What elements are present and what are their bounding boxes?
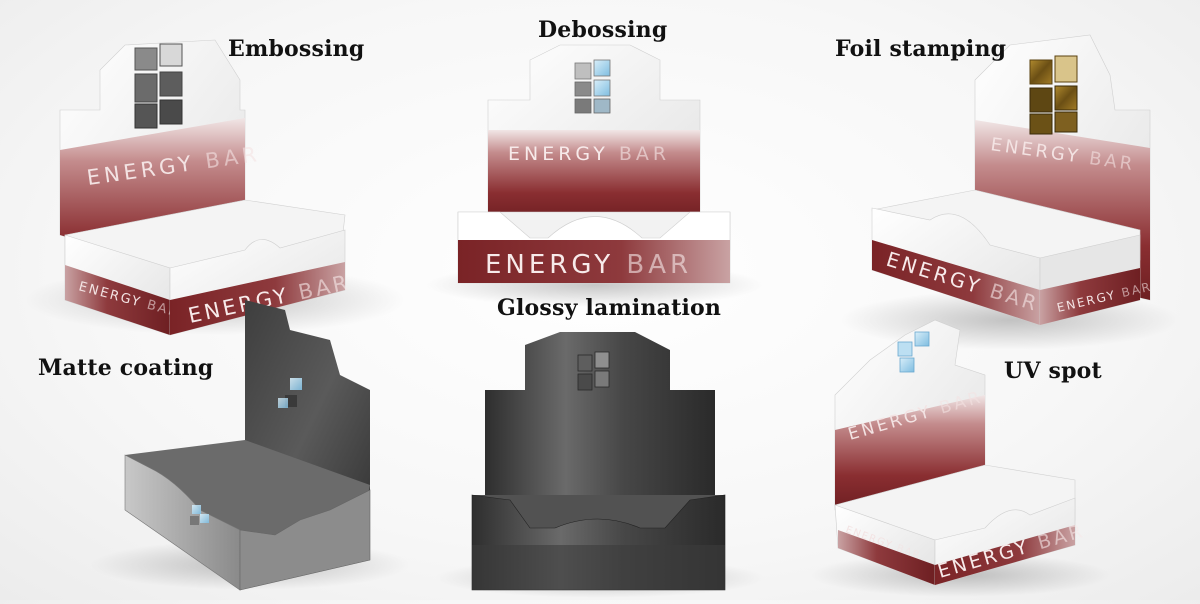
bar-word: BAR	[626, 250, 692, 280]
label-glossy-lamination: Glossy lamination	[497, 295, 722, 321]
box-uv-spot: ENERGY BAR ENERGY BAR ENERGY BAR	[810, 319, 1110, 597]
label-embossing: Embossing	[228, 36, 365, 62]
energy-word: ENERGY	[508, 143, 609, 165]
label-debossing: Debossing	[538, 17, 668, 43]
foil-logo-icon	[1029, 55, 1078, 135]
front-panel-text: ENERGY BAR	[485, 250, 692, 280]
box-embossing: ENERGY BAR ENERGY BAR ENERGY BAR	[25, 39, 405, 336]
energy-word: ENERGY	[485, 250, 614, 280]
box-matte-coating	[90, 300, 410, 591]
matte-logo-icon	[278, 378, 302, 408]
label-matte-coating: Matte coating	[38, 355, 214, 381]
uv-logo-icon	[897, 331, 930, 373]
box-foil-stamping: ENERGY BAR ENERGY BAR ENERGY BAR	[840, 34, 1180, 350]
label-uv-spot: UV spot	[1004, 358, 1102, 384]
glossy-logo-icon	[577, 351, 610, 391]
box-debossing: ENERGY BAR ENERGY BAR	[425, 44, 765, 307]
back-panel-text: ENERGY BAR	[508, 143, 670, 165]
bar-word: BAR	[1120, 279, 1153, 300]
label-foil-stamping: Foil stamping	[835, 36, 1007, 62]
box-glossy-lamination	[435, 332, 765, 598]
matte-front-logo-icon	[190, 505, 209, 525]
embossed-logo-icon	[134, 43, 183, 129]
bar-word: BAR	[619, 143, 670, 165]
debossed-logo-icon	[574, 59, 611, 114]
